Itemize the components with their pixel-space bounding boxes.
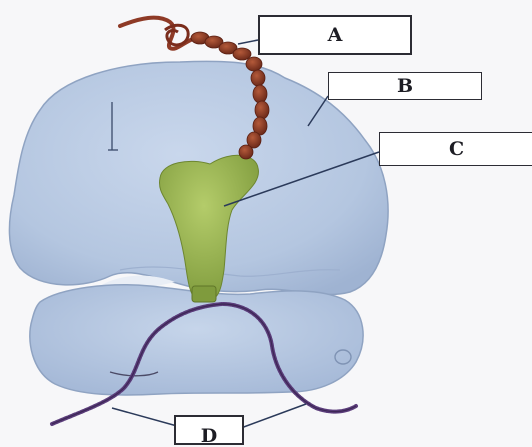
label-a: A [328,24,343,46]
trna-anticodon [192,286,216,302]
label-a-box: A [258,15,412,55]
label-b: B [397,75,413,97]
label-d-box: D [174,415,244,445]
label-c: C [449,138,464,160]
ribosome-diagram: A B C D [0,0,532,438]
label-d: D [201,425,217,447]
leader-d-right [241,404,306,428]
polypeptide-coil [165,25,188,45]
leader-a [238,40,258,44]
leader-d-left [112,408,177,426]
label-b-box: B [328,72,482,100]
label-c-box: C [379,132,532,166]
polypeptide-tail [120,18,196,49]
